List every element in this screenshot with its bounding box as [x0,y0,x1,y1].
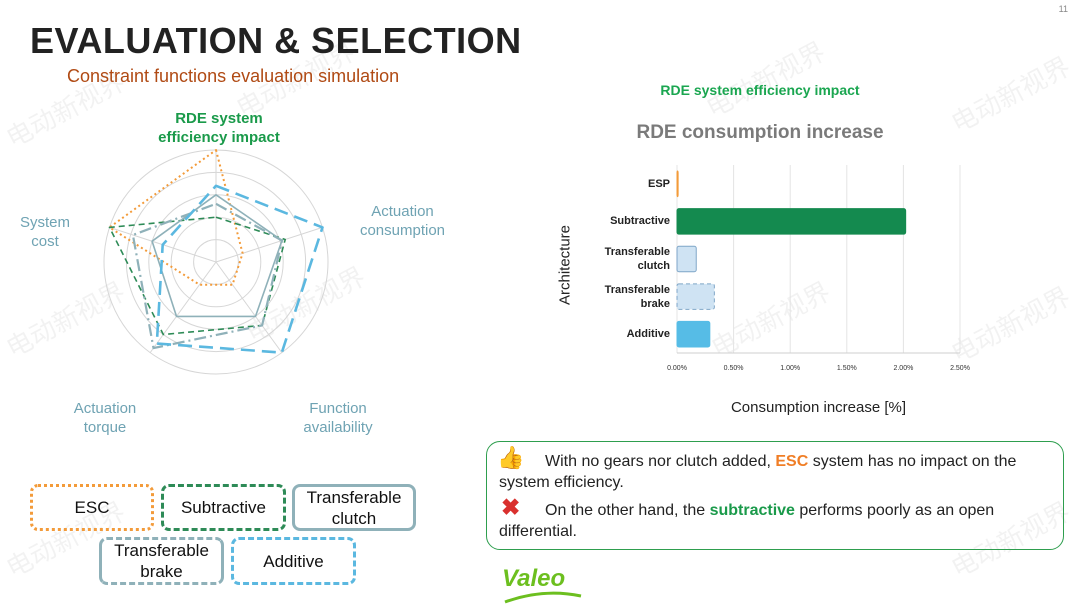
bar-x-tick-label: 1.00% [780,365,801,372]
radar-series-additive [155,184,324,354]
bar-category-label: ESP [647,177,670,190]
chart-title: RDE consumption increase [636,122,884,143]
radar-spoke [215,261,283,353]
bar-x-tick-label: 0.50% [723,365,744,372]
bar-subtractive [676,208,907,235]
bar-chart [676,165,961,354]
radar-series-esc [108,149,244,286]
chart-heading: RDE system efficiency impact [660,82,860,98]
cross-icon: ✖ [501,494,521,520]
radar-axis-label-cost: System cost [19,214,70,250]
note-highlight-esc: ESC [775,453,809,470]
legend-transferable-clutch-label: Transferable clutch [306,487,402,528]
note-highlight-subtractive: subtractive [709,502,795,519]
bar-x-tick-label: 0.00% [667,365,687,372]
bar-esp [676,170,679,198]
bar-x-tick-label: 2.50% [950,365,970,372]
chart-x-axis-label: Consumption increase [%] [730,399,907,416]
legend-esc: ESC [30,484,154,531]
legend-additive: Additive [231,537,356,585]
valeo-logo: Valeo [502,565,566,592]
bar-transferable-brake [676,283,715,310]
legend-transferable-brake: Transferable brake [99,537,224,585]
valeo-logo-swoosh [504,591,582,604]
slide-title: EVALUATION & SELECTION [30,20,522,61]
bar-category-label: Additive [626,328,670,341]
legend-transferable-clutch: Transferable clutch [292,484,416,531]
radar-axis-label-consumption: Actuation consumption [359,203,446,239]
note-box: 👍 With no gears nor clutch added, ESC sy… [486,441,1064,550]
radar-series-subtractive [108,216,287,336]
bar-transferable-clutch [676,245,697,273]
bar-category-label: Subtractive [610,215,670,228]
legend-subtractive-label: Subtractive [180,498,267,517]
radar-series-transferable-brake [131,202,284,350]
bar-x-tick-label: 1.50% [836,365,857,372]
legend-additive-label: Additive [263,551,324,571]
note-line-1: With no gears nor clutch added, ESC syst… [499,453,1017,491]
radar-spoke [149,261,217,353]
bar-x-tick-label: 2.00% [893,365,914,372]
radar-axis-label-efficiency: RDE system efficiency impact [158,110,280,146]
radar-axis-label-availability: Function availability [303,400,373,436]
slide-subtitle: Constraint functions evaluation simulati… [67,66,400,86]
legend-transferable-brake-label: Transferable brake [114,541,209,581]
thumbs-up-icon: 👍 [497,445,525,470]
page-number: 11 [1058,4,1068,14]
radar-spoke [215,226,323,263]
radar-series-transferable-clutch [151,194,283,318]
bar-additive [676,320,711,348]
legend-esc-label: ESC [74,498,110,517]
legend-subtractive: Subtractive [161,484,286,531]
note-line-2: On the other hand, the subtractive perfo… [499,502,995,540]
radar-axis-label-torque: Actuation torque [73,400,137,436]
radar-chart [103,149,329,375]
